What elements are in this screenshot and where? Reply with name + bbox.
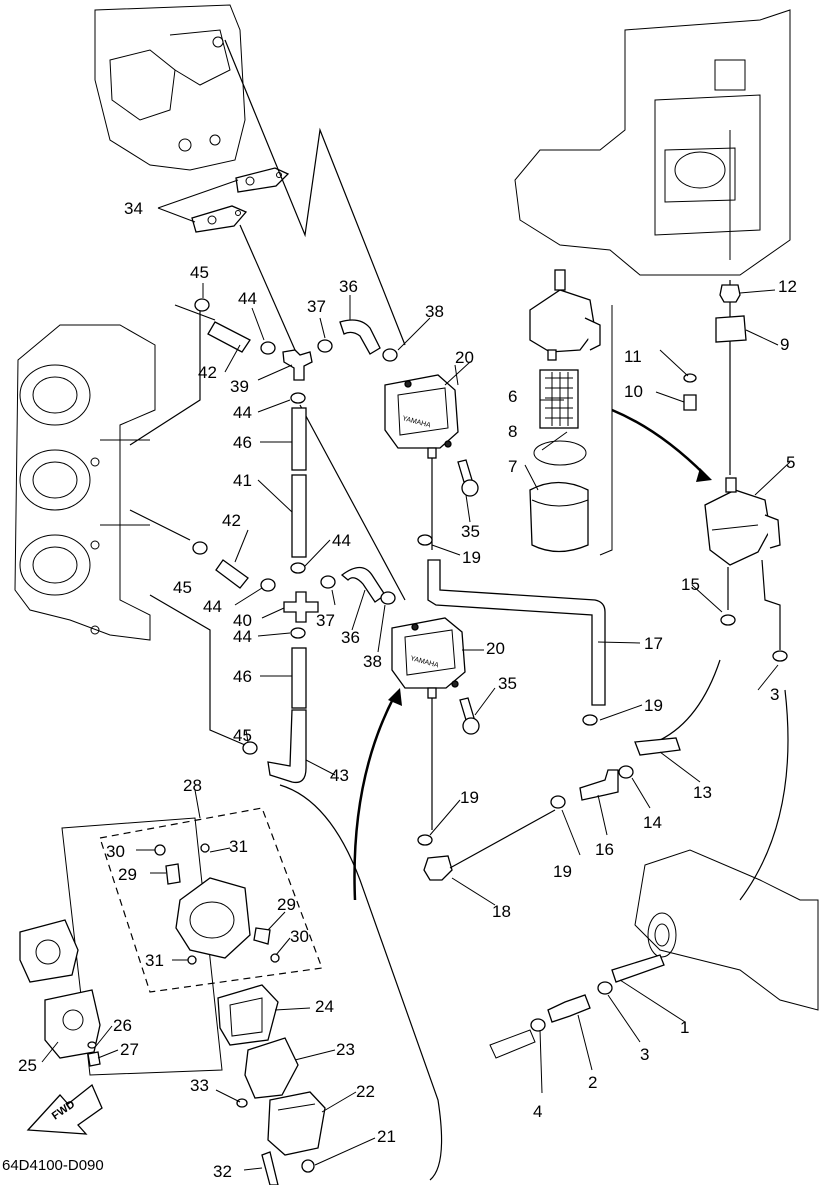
callout-36-upper: 36	[339, 277, 358, 296]
callout-5: 5	[786, 453, 795, 472]
callout-19-b: 19	[644, 696, 663, 715]
callout-3-right: 3	[770, 685, 779, 704]
callout-2: 2	[588, 1073, 597, 1092]
callout-6: 6	[508, 387, 517, 406]
small-parts-9-12	[683, 284, 747, 411]
fuel-pump-upper: YAMAHA	[384, 374, 459, 459]
callout-46-upper: 46	[233, 433, 252, 452]
callout-24: 24	[315, 997, 334, 1016]
fuel-pump-lower: YAMAHA	[391, 617, 466, 699]
callout-8: 8	[508, 422, 517, 441]
pump-layers	[19, 919, 326, 1185]
callout-37-upper: 37	[307, 297, 326, 316]
powerhead-fragment	[514, 9, 791, 276]
carburetor-block	[14, 324, 156, 641]
clamps	[192, 298, 788, 1032]
assembly-lines	[129, 39, 789, 901]
callout-23: 23	[336, 1040, 355, 1059]
callout-45-b: 45	[173, 578, 192, 597]
callout-28: 28	[183, 776, 202, 795]
arrow-head-pump	[388, 688, 402, 706]
callout-18: 18	[492, 902, 511, 921]
callout-39: 39	[230, 377, 249, 396]
callout-45-a: 45	[190, 263, 209, 282]
callout-36-lower: 36	[341, 628, 360, 647]
pump-body-exploded	[154, 843, 280, 965]
callout-31-upper: 31	[229, 837, 248, 856]
callout-14: 14	[643, 813, 662, 832]
callout-27: 27	[120, 1040, 139, 1059]
callout-44-c: 44	[332, 531, 351, 550]
callout-20-lower: 20	[486, 639, 505, 658]
callout-4: 4	[533, 1102, 542, 1121]
callout-46-lower: 46	[233, 667, 252, 686]
callout-20-upper: 20	[455, 348, 474, 367]
callout-43: 43	[330, 766, 349, 785]
callout-41: 41	[233, 471, 252, 490]
filter-assembly-exploded	[529, 269, 613, 556]
callout-26: 26	[113, 1016, 132, 1035]
callout-30-right: 30	[290, 927, 309, 946]
callout-38-lower: 38	[363, 652, 382, 671]
callout-44-a: 44	[238, 289, 257, 308]
gasket-34-lower	[191, 205, 248, 233]
callout-42-lower: 42	[222, 511, 241, 530]
hoses	[207, 319, 681, 1059]
callout-44-e: 44	[233, 627, 252, 646]
callout-35-lower: 35	[498, 674, 517, 693]
fwd-arrow: FWD	[26, 1083, 103, 1135]
callout-29-left: 29	[118, 865, 137, 884]
callout-11: 11	[624, 347, 642, 366]
callout-3-lower: 3	[640, 1045, 649, 1064]
callout-7: 7	[508, 457, 517, 476]
callout-34: 34	[124, 199, 143, 218]
arrow-to-pump	[353, 694, 397, 901]
callout-40: 40	[233, 611, 252, 630]
callout-25: 25	[18, 1056, 37, 1075]
callout-32: 32	[213, 1162, 232, 1181]
cylinder-block-top	[94, 4, 246, 171]
callout-38-upper: 38	[425, 302, 444, 321]
callout-35-upper: 35	[461, 522, 480, 541]
callout-leaders	[41, 179, 791, 1171]
callout-31-lower: 31	[145, 951, 164, 970]
callout-16: 16	[595, 840, 614, 859]
diagram-code: 64D4100-D090	[2, 1157, 104, 1174]
lower-casing-fragment	[634, 849, 819, 1011]
gasket-34-upper	[235, 167, 290, 193]
callout-45-c: 45	[233, 726, 252, 745]
callout-19-a: 19	[462, 548, 481, 567]
callout-19-c: 19	[460, 788, 479, 807]
bolts-35	[457, 459, 480, 735]
filter-assembled-5	[704, 477, 781, 566]
arrow-to-filter	[611, 408, 706, 476]
callout-labels: 1 2 3 3 4 5 6 7 8 9 10 11 12 13 14 15 16…	[18, 199, 797, 1181]
callout-17: 17	[644, 634, 663, 653]
callout-21: 21	[377, 1127, 396, 1146]
callout-30-left: 30	[106, 842, 125, 861]
callout-29-right: 29	[277, 895, 296, 914]
callout-1: 1	[680, 1018, 689, 1037]
callout-10: 10	[624, 382, 643, 401]
callout-9: 9	[780, 335, 789, 354]
callout-37-lower: 37	[316, 611, 335, 630]
callout-44-d: 44	[203, 597, 222, 616]
callout-12: 12	[778, 277, 797, 296]
callout-19-d: 19	[553, 862, 572, 881]
callout-42-upper: 42	[198, 363, 217, 382]
callout-15: 15	[681, 575, 700, 594]
callout-22: 22	[356, 1082, 375, 1101]
arrow-head-filter	[696, 468, 712, 482]
callout-13: 13	[693, 783, 712, 802]
callout-44-b: 44	[233, 403, 252, 422]
callout-33: 33	[190, 1076, 209, 1095]
